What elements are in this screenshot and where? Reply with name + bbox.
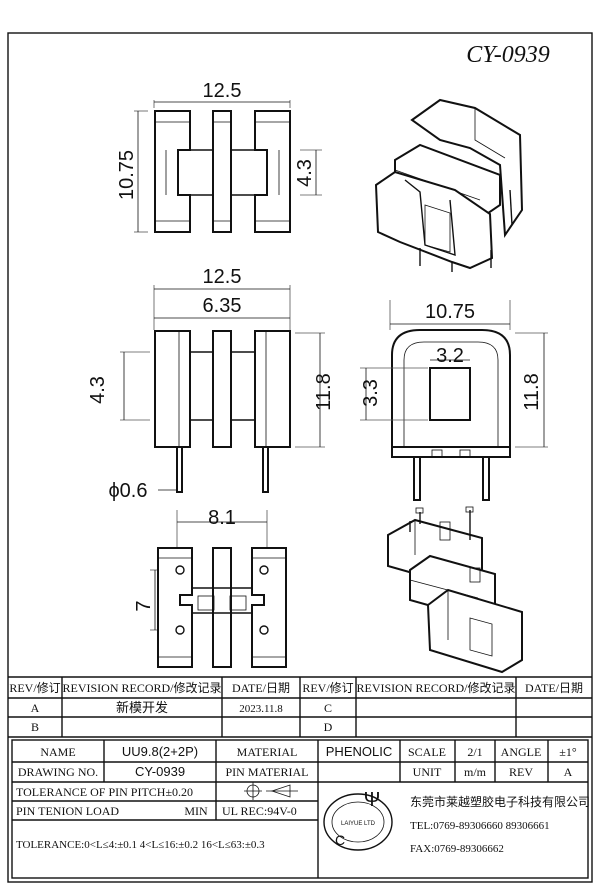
dim-bottom-pitch: 7 — [133, 600, 155, 611]
top-view: 12.5 10.75 4.3 — [116, 80, 322, 233]
name-label: NAME — [40, 745, 75, 759]
drawing-no-label: DRAWING NO. — [18, 765, 98, 779]
record-row-a: 新模开发 — [116, 700, 168, 715]
sheet-border — [7, 32, 593, 883]
date-header-1: DATE/日期 — [232, 681, 290, 695]
logo-c-glyph: C — [335, 832, 345, 848]
material-value: PHENOLIC — [326, 744, 392, 759]
dim-front-height: 11.8 — [313, 373, 335, 410]
dim-front-inner: 6.35 — [203, 295, 242, 317]
isometric-view-top — [374, 98, 524, 272]
rev-row-b: B — [31, 720, 39, 734]
dim-front-slot: 4.3 — [87, 376, 109, 404]
tolerance-general: TOLERANCE:0<L≤4:±0.1 4<L≤16:±0.2 16<L≤63… — [16, 839, 265, 851]
company-tel: TEL:0769-89306660 89306661 — [410, 820, 550, 832]
rev-label: REV — [509, 765, 533, 779]
record-header-1: REVISION RECORD/修改记录 — [62, 680, 221, 695]
angle-label: ANGLE — [501, 745, 542, 759]
ul-rec: UL REC:94V-0 — [222, 804, 297, 818]
rev-header-1: REV/修订 — [9, 680, 60, 695]
front-view: 12.5 6.35 4.3 11.8 ϕ0.6 — [87, 266, 335, 502]
rev-header-2: REV/修订 — [302, 680, 353, 695]
dim-front-width: 12.5 — [203, 266, 242, 288]
rev-value: A — [564, 765, 573, 779]
material-label: MATERIAL — [237, 745, 298, 759]
name-value: UU9.8(2+2P) — [122, 744, 198, 759]
logo-psi-glyph: Ψ — [364, 789, 381, 811]
company-logo-icon: Ψ C LAIYUE LTD — [323, 789, 393, 851]
revision-table: REV/修订 REVISION RECORD/修改记录 DATE/日期 REV/… — [8, 676, 592, 738]
rev-row-d: D — [324, 720, 333, 734]
unit-label: UNIT — [413, 765, 442, 779]
date-header-2: DATE/日期 — [525, 681, 583, 695]
dim-side-width: 10.75 — [425, 301, 475, 323]
pin-material-label: PIN MATERIAL — [226, 765, 309, 779]
side-view: 10.75 3.2 3.3 11.8 — [360, 300, 548, 501]
scale-value: 2/1 — [467, 745, 482, 759]
rev-row-a: A — [31, 701, 40, 715]
drawing-title: CY-0939 — [466, 42, 550, 68]
scale-label: SCALE — [408, 745, 446, 759]
dim-pin-diameter: ϕ0.6 — [108, 480, 147, 502]
pin-tension-label: PIN TENION LOAD — [16, 804, 119, 818]
position-tolerance-icon — [244, 782, 298, 800]
unit-value: m/m — [464, 765, 487, 779]
company-name: 东莞市莱越塑胶电子科技有限公司 — [410, 794, 590, 809]
dim-top-width: 12.5 — [203, 80, 242, 102]
pin-tension-value: MIN — [184, 804, 208, 818]
drawing-no-value: CY-0939 — [135, 764, 185, 779]
dim-bottom-width: 8.1 — [208, 507, 236, 529]
dim-top-slot: 4.3 — [294, 159, 316, 187]
rev-row-c: C — [324, 701, 332, 715]
dim-side-slot-height: 3.3 — [360, 379, 382, 407]
bottom-view: 8.1 7 — [133, 507, 287, 668]
record-header-2: REVISION RECORD/修改记录 — [356, 680, 515, 695]
dim-side-slot: 3.2 — [436, 345, 464, 367]
logo-ring-text: LAIYUE LTD — [341, 821, 376, 827]
title-block: NAME UU9.8(2+2P) MATERIAL PHENOLIC SCALE… — [11, 739, 590, 879]
tolerance-pitch: TOLERANCE OF PIN PITCH±0.20 — [16, 785, 193, 799]
dim-top-height: 10.75 — [116, 150, 138, 200]
dim-side-height: 11.8 — [521, 373, 543, 410]
isometric-view-bottom — [387, 506, 523, 674]
company-fax: FAX:0769-89306662 — [410, 843, 504, 855]
date-row-a: 2023.11.8 — [239, 703, 283, 715]
angle-value: ±1° — [559, 745, 577, 759]
